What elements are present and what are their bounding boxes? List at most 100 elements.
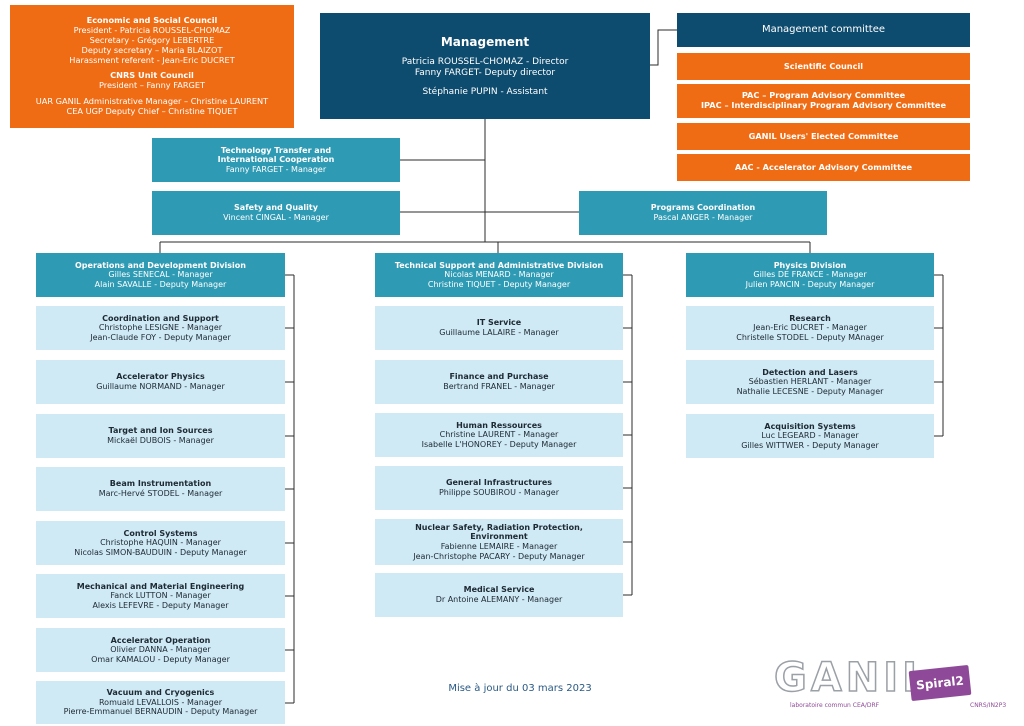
unit-title-2: Environment xyxy=(470,532,528,542)
council-harassment-referent: Harassment referent - Jean-Eric DUCRET xyxy=(69,54,235,65)
unit-deputy: Alexis LEFEVRE - Deputy Manager xyxy=(92,600,229,610)
unit-title: Beam Instrumentation xyxy=(109,479,212,489)
safety-quality-title: Safety and Quality xyxy=(234,203,318,213)
unit-deputy: Nathalie LECESNE - Deputy Manager xyxy=(736,386,884,396)
programs-coordination-box: Programs Coordination Pascal ANGER - Man… xyxy=(579,191,827,235)
physics-division-deputy: Julien PANCIN - Deputy Manager xyxy=(745,279,875,289)
logo-wordmark: GANIL xyxy=(773,655,932,701)
tech-transfer-title-2: International Cooperation xyxy=(217,155,335,165)
economic-social-council-title: Economic and Social Council xyxy=(86,15,218,26)
unit-box: Finance and Purchase Bertrand FRANEL - M… xyxy=(375,360,623,404)
unit-manager: Romuald LEVALLOIS - Manager xyxy=(98,697,223,707)
unit-title: Medical Service xyxy=(463,585,535,595)
unit-box: Nuclear Safety, Radiation Protection, En… xyxy=(375,519,623,565)
unit-box: Mechanical and Material Engineering Fanc… xyxy=(36,574,285,618)
safety-quality-box: Safety and Quality Vincent CINGAL - Mana… xyxy=(152,191,400,235)
unit-manager: Marc-Hervé STODEL - Manager xyxy=(98,489,223,498)
unit-deputy: Nicolas SIMON-BAUDUIN - Deputy Manager xyxy=(74,547,247,557)
update-date: Mise à jour du 03 mars 2023 xyxy=(448,683,592,694)
management-committee-title: Management committee xyxy=(761,24,886,35)
unit-deputy: Jean-Christophe PACARY - Deputy Manager xyxy=(413,551,585,561)
unit-title: IT Service xyxy=(476,318,522,328)
unit-deputy: Isabelle L'HONOREY - Deputy Manager xyxy=(421,439,577,449)
tech-division-manager: Nicolas MENARD - Manager xyxy=(444,270,554,280)
cnrs-unit-council-president: President – Fanny FARGET xyxy=(98,80,206,91)
ops-division-manager: Gilles SENECAL - Manager xyxy=(108,270,213,280)
tech-division-deputy: Christine TIQUET - Deputy Manager xyxy=(427,279,571,289)
unit-box: Accelerator Physics Guillaume NORMAND - … xyxy=(36,360,285,404)
unit-manager: Christine LAURENT - Manager xyxy=(439,430,559,440)
cnrs-unit-council-title: CNRS Unit Council xyxy=(110,70,194,81)
unit-title: General Infrastructures xyxy=(445,478,553,488)
unit-manager: Guillaume LALAIRE - Manager xyxy=(439,328,559,337)
unit-manager: Dr Antoine ALEMANY - Manager xyxy=(435,595,563,604)
ops-division-title: Operations and Development Division xyxy=(75,260,246,270)
spiral2-badge: Spiral2 xyxy=(908,664,972,702)
management-committee-box: Management committee xyxy=(677,13,970,47)
management-title: Management xyxy=(440,34,530,49)
unit-manager: Bertrand FRANEL - Manager xyxy=(443,382,555,391)
unit-box: Control Systems Christophe HAQUIN - Mana… xyxy=(36,521,285,565)
pac-ipac-box: PAC – Program Advisory Committee IPAC – … xyxy=(677,84,970,118)
uar-admin-manager: UAR GANIL Administrative Manager – Chris… xyxy=(35,96,269,107)
unit-box: Acquisition Systems Luc LEGEARD - Manage… xyxy=(686,414,934,458)
unit-manager: Philippe SOUBIROU - Manager xyxy=(438,488,559,497)
unit-title: Accelerator Physics xyxy=(116,372,205,382)
unit-title: Control Systems xyxy=(123,528,198,538)
unit-manager: Christophe HAQUIN - Manager xyxy=(100,538,221,548)
scientific-council-box: Scientific Council xyxy=(677,53,970,80)
users-committee-box: GANIL Users' Elected Committee xyxy=(677,123,970,150)
unit-title: Human Ressources xyxy=(456,420,542,430)
unit-box: Human Ressources Christine LAURENT - Man… xyxy=(375,413,623,457)
unit-box: General Infrastructures Philippe SOUBIRO… xyxy=(375,466,623,510)
tech-transfer-manager: Fanny FARGET - Manager xyxy=(225,164,327,174)
unit-manager: Luc LEGEARD - Manager xyxy=(761,431,859,441)
tech-division-header: Technical Support and Administrative Div… xyxy=(375,253,623,297)
programs-coordination-title: Programs Coordination xyxy=(650,203,756,213)
pac-label: PAC – Program Advisory Committee xyxy=(741,90,906,101)
unit-manager: Fanck LUTTON - Manager xyxy=(110,591,211,601)
tech-transfer-box: Technology Transfer and International Co… xyxy=(152,138,400,182)
tech-division-title: Technical Support and Administrative Div… xyxy=(394,260,604,270)
unit-deputy: Jean-Claude FOY - Deputy Manager xyxy=(90,332,231,342)
unit-manager: Mickaël DUBOIS - Manager xyxy=(107,436,214,445)
unit-manager: Jean-Eric DUCRET - Manager xyxy=(753,323,867,333)
management-assistant: Stéphanie PUPIN - Assistant xyxy=(422,86,548,97)
unit-title: Nuclear Safety, Radiation Protection, xyxy=(415,522,583,532)
aac-box: AAC - Accelerator Advisory Committee xyxy=(677,154,970,181)
unit-box: IT Service Guillaume LALAIRE - Manager xyxy=(375,306,623,350)
unit-box: Vacuum and Cryogenics Romuald LEVALLOIS … xyxy=(36,681,285,724)
unit-title: Mechanical and Material Engineering xyxy=(76,581,245,591)
aac-label: AAC - Accelerator Advisory Committee xyxy=(734,161,913,172)
unit-deputy: Gilles WITTWER - Deputy Manager xyxy=(741,440,879,450)
logo-subtitle-2: CNRS/IN2P3 xyxy=(970,702,1007,709)
unit-box: Medical Service Dr Antoine ALEMANY - Man… xyxy=(375,573,623,617)
council-president: President - Patricia ROUSSEL-CHOMAZ xyxy=(73,25,231,36)
unit-deputy: Pierre-Emmanuel BERNAUDIN - Deputy Manag… xyxy=(63,707,258,717)
ganil-logo: GANIL Spiral2 laboratoire commun CEA/DRF… xyxy=(772,655,1007,720)
unit-title: Finance and Purchase xyxy=(449,372,549,382)
unit-title: Vacuum and Cryogenics xyxy=(106,688,215,698)
unit-title: Accelerator Operation xyxy=(110,635,211,645)
ops-division-header: Operations and Development Division Gill… xyxy=(36,253,285,297)
unit-deputy: Christelle STODEL - Deputy MAnager xyxy=(736,332,884,342)
council-deputy-secretary: Deputy secretary – Maria BLAIZOT xyxy=(81,44,223,55)
unit-title: Research xyxy=(789,313,831,323)
programs-coordination-manager: Pascal ANGER - Manager xyxy=(653,213,753,222)
logo-subtitle: laboratoire commun CEA/DRF xyxy=(790,702,880,709)
unit-box: Accelerator Operation Olivier DANNA - Ma… xyxy=(36,628,285,672)
unit-title: Target and Ion Sources xyxy=(108,426,213,436)
cea-ugp-deputy-chief: CEA UGP Deputy Chief – Christine TIQUET xyxy=(66,105,238,116)
unit-box: Coordination and Support Christophe LESI… xyxy=(36,306,285,350)
councils-box: Economic and Social Council President - … xyxy=(10,5,294,128)
unit-manager: Guillaume NORMAND - Manager xyxy=(96,382,225,391)
unit-title: Acquisition Systems xyxy=(764,421,856,431)
physics-division-header: Physics Division Gilles DE FRANCE - Mana… xyxy=(686,253,934,297)
management-director: Patricia ROUSSEL-CHOMAZ - Director xyxy=(401,57,569,67)
unit-title: Coordination and Support xyxy=(102,313,219,323)
unit-manager: Fabienne LEMAIRE - Manager xyxy=(440,542,558,551)
management-deputy-director: Fanny FARGET- Deputy director xyxy=(414,67,556,78)
scientific-council-label: Scientific Council xyxy=(783,60,864,71)
ops-division-deputy: Alain SAVALLE - Deputy Manager xyxy=(94,279,227,289)
